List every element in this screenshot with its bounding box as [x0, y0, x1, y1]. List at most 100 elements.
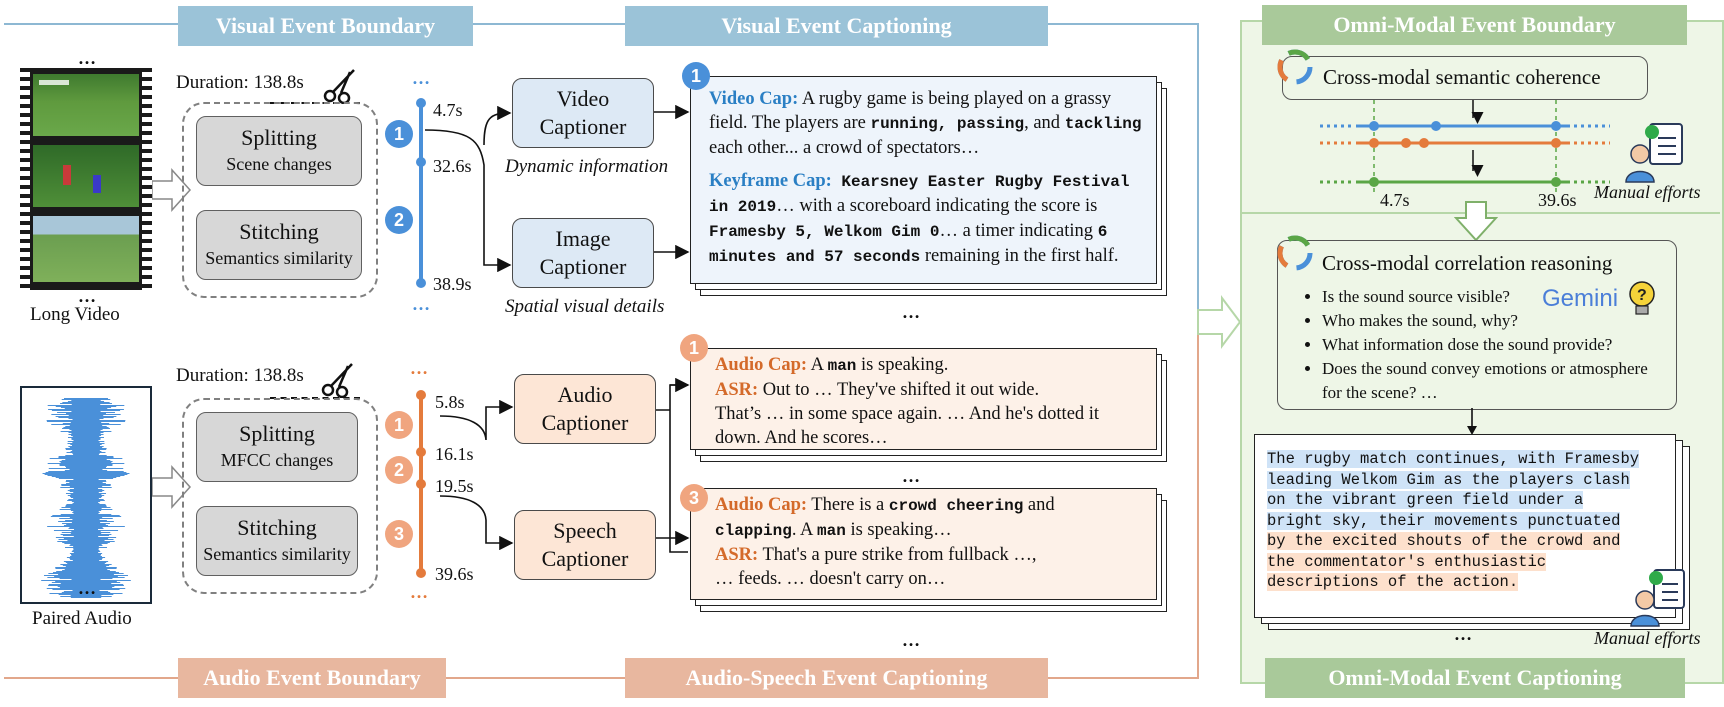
video-time-2: 32.6s: [433, 156, 472, 176]
svg-text:?: ?: [1637, 287, 1647, 304]
audio-caption3-panel: Audio Cap: There is a crowd cheering and…: [690, 488, 1157, 600]
waveform-bar: [59, 461, 113, 462]
audio-stitching-sub: Semantics similarity: [203, 544, 351, 564]
long-video-label: Long Video: [30, 304, 120, 325]
waveform-bar: [69, 553, 103, 554]
keyframe-cap-text: Keyframe Cap: Kearsney Easter Rugby Fest…: [709, 169, 1149, 269]
omni-caption-text: The rugby match continues, with Framesby…: [1267, 449, 1640, 593]
audio-timeline-point-2: [416, 447, 426, 457]
waveform-bar: [73, 513, 99, 514]
audio-caption1-panel: Audio Cap: A man is speaking. ASR: Out t…: [690, 348, 1157, 450]
audio-waveform: [20, 386, 152, 604]
waveform-bar: [60, 514, 112, 515]
waveform-bar: [61, 460, 111, 461]
waveform-bar: [52, 572, 120, 573]
waveform-bar: [71, 555, 101, 556]
audio-caption1-more: …: [902, 466, 920, 486]
waveform-bar: [70, 497, 102, 498]
manual-efforts-top: Manual efforts: [1594, 182, 1701, 202]
waveform-bar: [44, 474, 128, 475]
waveform-bar: [71, 531, 101, 532]
audio-timeline-dots-top: …: [410, 358, 428, 378]
asr1-line2: That’s … in some space again. … And he's…: [715, 404, 1100, 424]
video-timeline-point-3: [416, 278, 426, 288]
waveform-bar: [60, 431, 112, 432]
waveform-bar: [48, 471, 124, 472]
waveform-bar: [67, 443, 105, 444]
video-frame-3: [33, 216, 139, 282]
cycle-icon-2: [1277, 235, 1313, 271]
asr1-line3: down. And he scores…: [715, 428, 888, 448]
question-item: Is the sound source visible?: [1322, 285, 1652, 309]
audio-speech-event-captioning-banner: Audio-Speech Event Captioning: [625, 658, 1048, 698]
waveform-bar: [58, 478, 114, 479]
waveform-bar: [71, 551, 101, 552]
waveform-bar: [69, 517, 103, 518]
waveform-bar: [45, 472, 127, 473]
waveform-bar: [59, 465, 113, 466]
question-list: Is the sound source visible? Who makes t…: [1302, 285, 1652, 405]
waveform-bar: [51, 410, 121, 411]
waveform-bar: [65, 493, 107, 494]
speech-captioner-box: Speech Captioner: [514, 510, 656, 580]
video-stitching-box: Stitching Semantics similarity: [196, 210, 362, 280]
audio-cap1-part2: is speaking.: [856, 355, 949, 375]
audio-caption1-text: Audio Cap: A man is speaking. ASR: Out t…: [715, 353, 1145, 450]
video-timeline-point-1: [416, 98, 426, 108]
waveform-bar: [69, 491, 103, 492]
waveform-bar: [55, 537, 117, 538]
audio-cap3-label: Audio Cap:: [715, 495, 808, 515]
waveform-bar: [47, 463, 125, 464]
video-cap-part1: A rugby game is being played on a grassy…: [709, 89, 1112, 133]
waveform-bar: [72, 512, 100, 513]
waveform-bar: [68, 418, 104, 419]
waveform-bar: [41, 580, 131, 581]
waveform-bar: [67, 401, 105, 402]
waveform-bar: [47, 475, 125, 476]
omni-caption-line: bright sky, their movements punctuated: [1267, 511, 1621, 530]
waveform-bar: [60, 403, 112, 404]
audio-time-2: 16.1s: [435, 444, 474, 464]
audio-timeline-point-4: [416, 568, 426, 578]
waveform-bar: [68, 528, 104, 529]
asr3-line1: That's a pure strike from fullback …,: [758, 545, 1037, 565]
waveform-bar: [64, 569, 108, 570]
waveform-bar: [49, 458, 123, 459]
audio-scissors-icon: [321, 363, 353, 398]
asr1-label: ASR:: [715, 380, 759, 400]
image-captioner-line1: Image: [555, 226, 611, 251]
coherence-label: Cross-modal semantic coherence: [1323, 65, 1601, 89]
omni-caption-line: on the vibrant green field under a: [1267, 491, 1584, 509]
audio-captioner-line2: Captioner: [541, 410, 629, 435]
waveform-bar: [55, 581, 117, 582]
waveform-bar: [55, 406, 117, 407]
waveform-bar: [70, 508, 102, 509]
waveform-bar: [70, 510, 102, 511]
omni-time-left: 4.7s: [1380, 190, 1410, 210]
audio-event-boundary-banner: Audio Event Boundary: [178, 658, 446, 698]
asr1-line1: Out to … They've shifted it out wide.: [758, 380, 1040, 400]
question-item: Who makes the sound, why?: [1322, 309, 1652, 333]
scissors-icon: [323, 69, 355, 104]
waveform-bar: [72, 450, 100, 451]
audio-segment-3-badge: 3: [385, 520, 413, 548]
waveform-bar: [65, 505, 107, 506]
audio-splitting-box: Splitting MFCC changes: [196, 412, 358, 482]
down-hollow-arrow: [1454, 201, 1498, 242]
waveform-bar: [53, 530, 119, 531]
video-captioner-line2: Captioner: [539, 114, 627, 139]
video-time-1: 4.7s: [433, 100, 463, 120]
waveform-bar: [73, 492, 99, 493]
video-splitting-box: Splitting Scene changes: [196, 116, 362, 186]
waveform-bar: [73, 546, 99, 547]
video-frame-2: [33, 145, 139, 207]
waveform-bar: [72, 550, 100, 551]
waveform-bar: [65, 448, 107, 449]
waveform-bar: [68, 434, 104, 435]
keyframe-bold3: 6 minutes and 57 seconds: [709, 223, 1108, 266]
audio-time-1: 5.8s: [435, 392, 465, 412]
waveform-bar: [60, 534, 112, 535]
waveform-bar: [61, 484, 111, 485]
waveform-bar: [65, 426, 107, 427]
video-dashed-group: [182, 102, 378, 298]
